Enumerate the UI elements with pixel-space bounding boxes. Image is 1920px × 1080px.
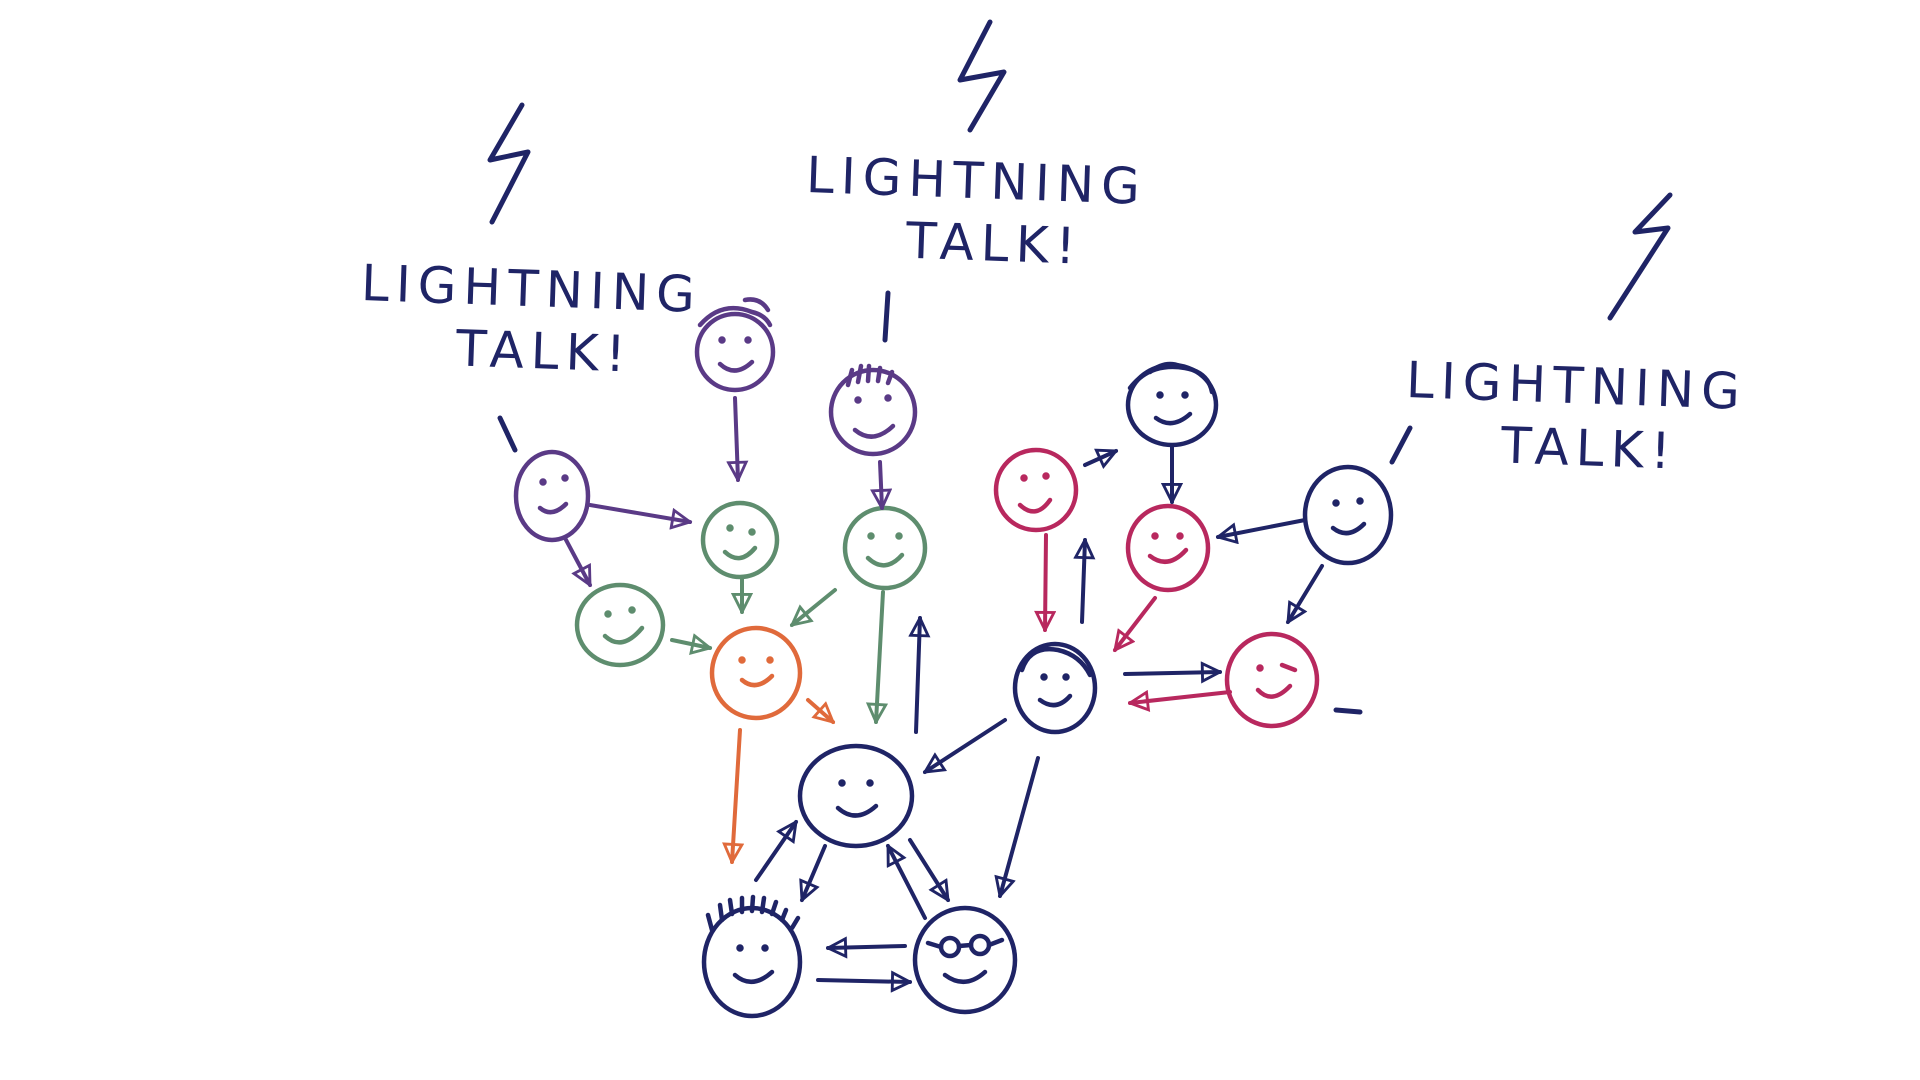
lightning-bolt-icon bbox=[957, 19, 1007, 133]
lightning-talk-caption: LIGHTNING TALK! bbox=[1403, 349, 1748, 485]
smiley-face-icon bbox=[797, 743, 915, 849]
lightning-bolt-icon bbox=[1607, 192, 1673, 321]
caption-line-2: TALK! bbox=[905, 211, 1084, 276]
arrow-icon bbox=[1286, 564, 1324, 622]
arrow-icon bbox=[828, 946, 907, 948]
arrow-icon bbox=[563, 536, 592, 585]
caption-line-1: LIGHTNING bbox=[805, 146, 1148, 216]
smiley-face-icon bbox=[1012, 641, 1098, 735]
arrow-icon bbox=[1123, 672, 1220, 674]
arrow-icon bbox=[754, 822, 798, 882]
lightning-talk-caption: LIGHTNING TALK! bbox=[358, 252, 703, 388]
caption-pointer bbox=[1389, 425, 1413, 465]
arrow-icon bbox=[670, 640, 710, 648]
smiley-face-icon bbox=[1302, 464, 1394, 566]
lightning-talk-caption: LIGHTNING TALK! bbox=[803, 144, 1148, 280]
arrow-icon bbox=[880, 460, 882, 508]
arrow-icon bbox=[916, 618, 920, 734]
arrow-icon bbox=[816, 980, 910, 982]
smiley-face-icon bbox=[1125, 361, 1219, 448]
smiley-face-icon bbox=[1125, 503, 1211, 593]
arrow-icon bbox=[806, 698, 833, 722]
arrow-icon bbox=[588, 503, 690, 522]
smiley-face-icon bbox=[709, 625, 803, 721]
smiley-face-icon bbox=[700, 500, 780, 580]
caption-line-2: TALK! bbox=[455, 319, 634, 384]
caption-line-2: TALK! bbox=[1500, 416, 1679, 481]
arrow-icon bbox=[732, 728, 740, 862]
caption-line-1: LIGHTNING bbox=[360, 254, 703, 324]
caption-line-1: LIGHTNING bbox=[1405, 351, 1748, 421]
arrow-icon bbox=[876, 590, 883, 722]
smiley-face-icon bbox=[912, 905, 1018, 1015]
arrow-icon bbox=[925, 718, 1007, 774]
lightning-bolt-icon bbox=[487, 102, 531, 225]
caption-pointer bbox=[882, 290, 891, 343]
smiley-face-icon bbox=[842, 505, 928, 591]
smiley-face-icon bbox=[701, 894, 803, 1019]
arrow-icon bbox=[1045, 533, 1046, 630]
arrow-icon bbox=[792, 588, 837, 625]
smiley-face-icon bbox=[828, 363, 918, 457]
arrow-icon bbox=[1218, 518, 1307, 537]
smiley-face-icon bbox=[513, 449, 591, 543]
arrow-icon bbox=[908, 838, 950, 900]
smiley-face-icon bbox=[993, 447, 1079, 533]
arrow-icon bbox=[1113, 596, 1157, 650]
arrow-icon bbox=[1082, 540, 1085, 624]
caption-pointer bbox=[497, 415, 518, 453]
arrow-icon bbox=[1130, 692, 1232, 703]
arrow-icon bbox=[802, 844, 827, 900]
smiley-face-icon bbox=[694, 297, 776, 393]
arrow-icon bbox=[1083, 451, 1116, 465]
smiley-face-icon bbox=[574, 582, 666, 668]
arrow-icon bbox=[735, 396, 738, 480]
arrow-icon bbox=[1000, 756, 1040, 896]
caption-mark bbox=[1333, 707, 1363, 715]
smiley-face-icon bbox=[1224, 631, 1320, 729]
arrow-icon bbox=[886, 846, 927, 920]
